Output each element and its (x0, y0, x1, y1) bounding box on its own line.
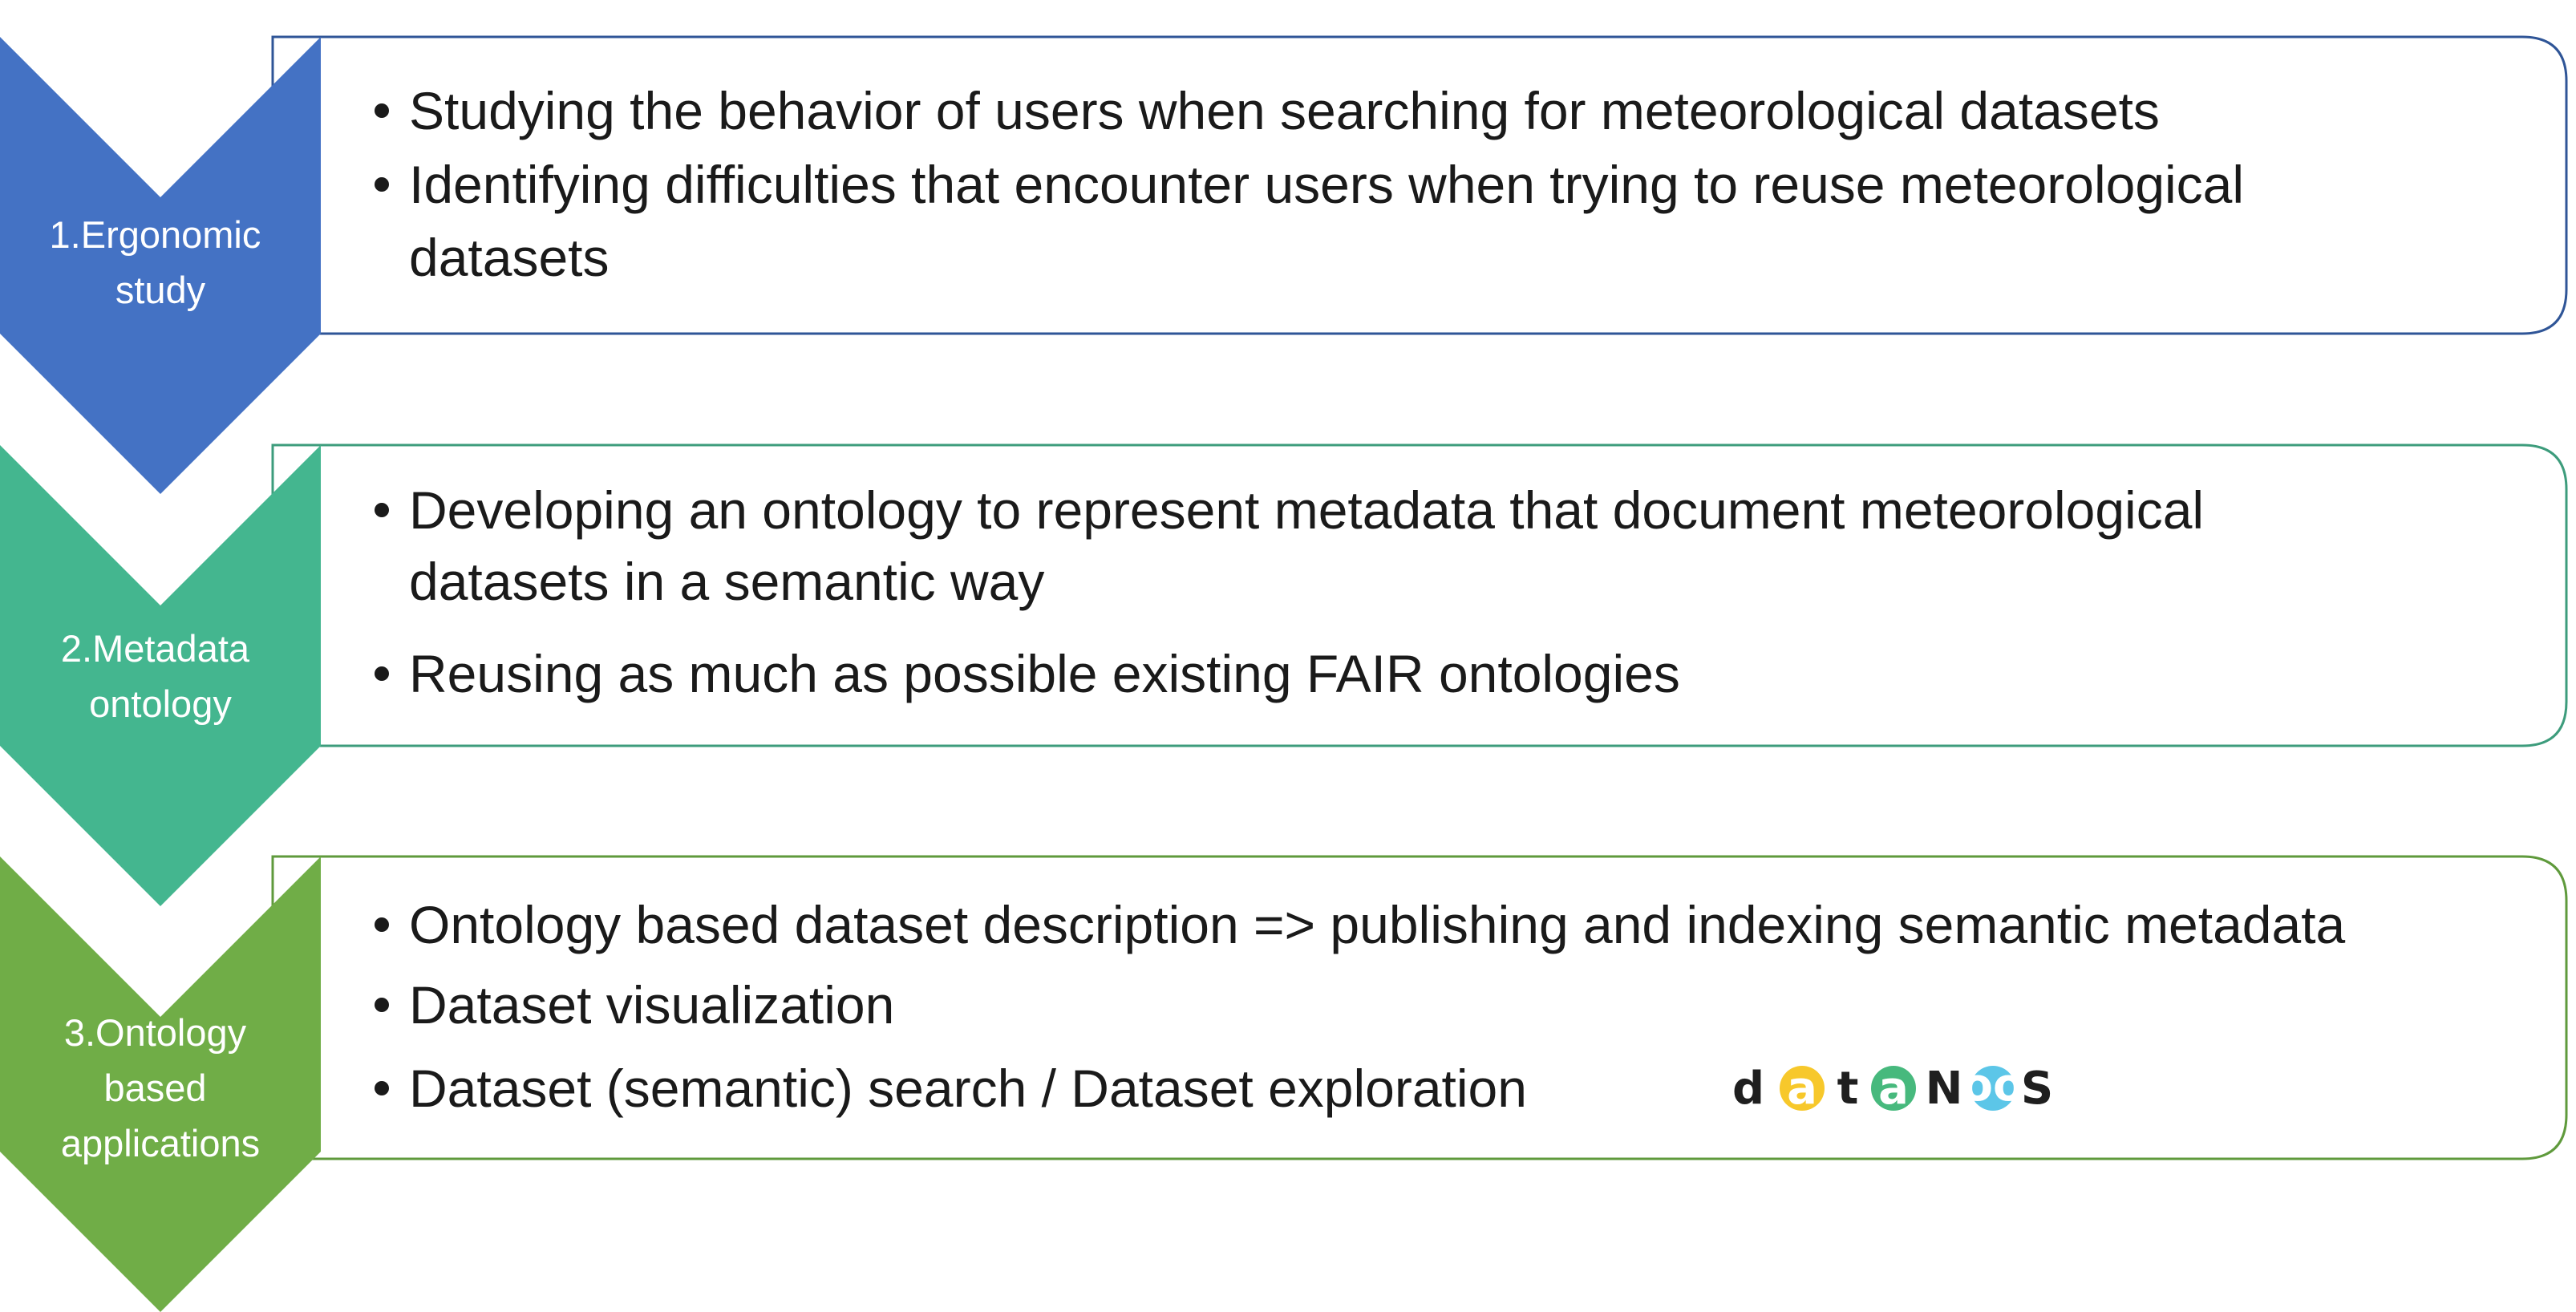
step-2-bullet-2: Reusing as much as possible existing FAI… (409, 644, 1680, 703)
logo-letter-a1: a (1787, 1063, 1817, 1115)
step-3-bullet-1-dot (375, 917, 389, 932)
step-3-chevron (0, 856, 321, 1312)
step-3-bullet-3: Dataset (semantic) search / Dataset expl… (409, 1059, 1527, 1118)
step-1-bullet-2-dot (375, 177, 389, 192)
logo-yellow-circle (1780, 1066, 1825, 1111)
logo-letter-d: d (1732, 1063, 1764, 1115)
logo-green-circle (1871, 1066, 1916, 1111)
step-3-bullet-2: Dataset visualization (409, 975, 894, 1035)
step-1-bullet-1: Studying the behavior of users when sear… (409, 81, 2160, 140)
step-1-content-box (271, 35, 2568, 335)
step-2-bullet-1-dot (375, 503, 389, 517)
logo-letter-a2: a (1878, 1063, 1909, 1115)
step-2-bullet-1: Developing an ontology to represent meta… (409, 480, 2218, 611)
step-3-bullet-1: Ontology based dataset description => pu… (409, 895, 2346, 954)
step-2-label: 2.Metadata ontology (61, 627, 260, 725)
step-1-bullet-2: Identifying difficulties that encounter … (409, 155, 2258, 287)
step-2-chevron (0, 445, 321, 906)
step-3-label: 3.Ontology based applications (61, 1011, 260, 1164)
step-3: 3.Ontology based applications Ontology b… (0, 855, 2568, 1312)
step-3-bullet-2-dot (375, 998, 389, 1012)
logo-letters-oo: oo (1962, 1059, 2024, 1112)
step-2: 2.Metadata ontology Developing an ontolo… (0, 443, 2568, 906)
datanoos-logo: d a t a N oo S (1732, 1059, 2053, 1115)
step-1: 1.Ergonomic study Studying the behavior … (0, 35, 2568, 494)
logo-letter-s: S (2021, 1063, 2053, 1115)
logo-letter-t: t (1837, 1063, 1859, 1115)
logo-letter-n: N (1926, 1063, 1963, 1115)
step-2-content-box (271, 443, 2568, 747)
step-2-bullet-2-dot (375, 666, 389, 681)
step-1-label: 1.Ergonomic study (50, 213, 272, 311)
step-1-chevron (0, 37, 321, 494)
step-1-bullet-1-dot (375, 103, 389, 118)
logo-blue-circle (1970, 1066, 2015, 1111)
step-3-bullet-3-dot (375, 1081, 389, 1095)
